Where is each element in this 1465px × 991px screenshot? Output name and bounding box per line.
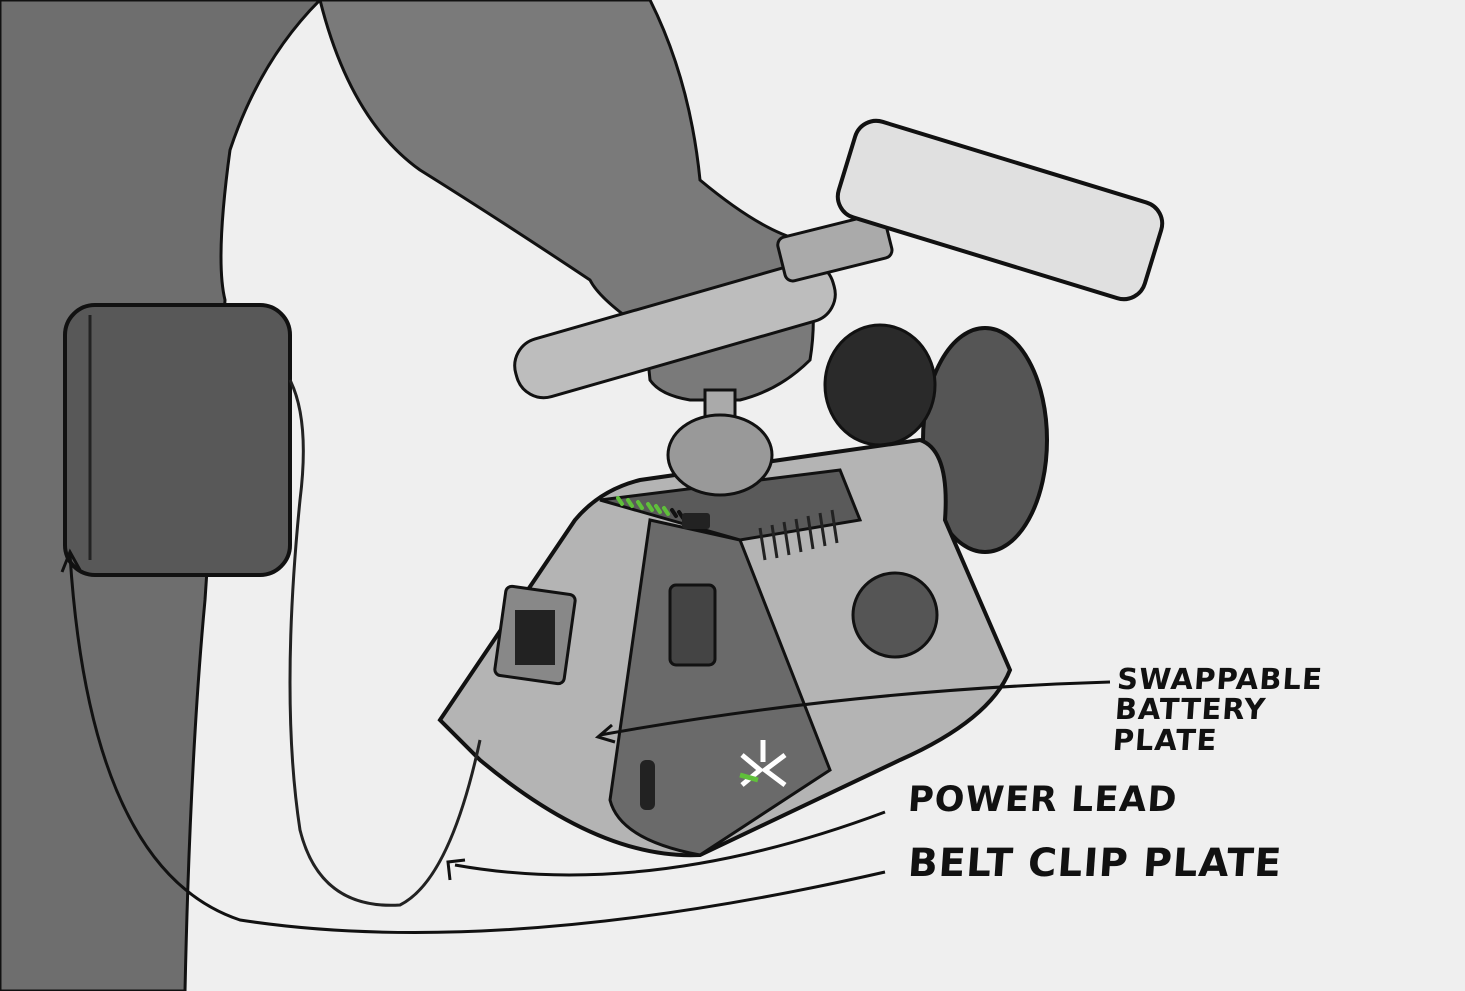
- side-dial: [851, 571, 939, 659]
- belt-clip-arrow: [68, 554, 886, 934]
- phone-holder: [835, 118, 1165, 302]
- annotation-swappable-battery-plate: SWAPPABLE BATTERY PLATE: [1111, 662, 1325, 757]
- power-switch-rocker: [515, 610, 555, 665]
- battery-segment-lit: [646, 502, 654, 512]
- roller-spool: [823, 323, 937, 447]
- battery-segment-lit: [626, 498, 634, 508]
- handle-bar: [513, 260, 837, 400]
- belt-clip-box: [63, 303, 292, 577]
- brand-logo-accent: [739, 772, 759, 783]
- annotation-belt-clip-plate: BELT CLIP PLATE: [906, 841, 1284, 886]
- grip-knob: [666, 413, 774, 497]
- battery-segment-lit: [662, 506, 670, 516]
- annotation-arrows: [60, 548, 1111, 934]
- battery-segment-lit: [616, 496, 624, 506]
- usb-c-port: [640, 760, 655, 810]
- battery-segment-lit: [636, 500, 644, 510]
- power-lead-arrowhead: [446, 858, 466, 881]
- battery-plate-arrow: [599, 680, 1111, 737]
- power-lead-arrow: [454, 810, 886, 877]
- status-display: [682, 513, 710, 529]
- battery-plate-arrowhead: [594, 723, 616, 744]
- annotation-power-lead: POWER LEAD: [906, 780, 1179, 820]
- usb-port: [668, 583, 717, 667]
- vent-grille: [758, 509, 839, 561]
- brand-logo: [739, 740, 787, 787]
- battery-segment-lit: [654, 504, 662, 514]
- battery-segment-unlit: [670, 508, 678, 518]
- handle-extension: [776, 212, 894, 283]
- battery-indicator: [616, 496, 685, 520]
- power-lead-cable: [288, 379, 482, 907]
- belt-clip-arrowhead: [60, 548, 82, 573]
- device-front-panel: [608, 518, 832, 857]
